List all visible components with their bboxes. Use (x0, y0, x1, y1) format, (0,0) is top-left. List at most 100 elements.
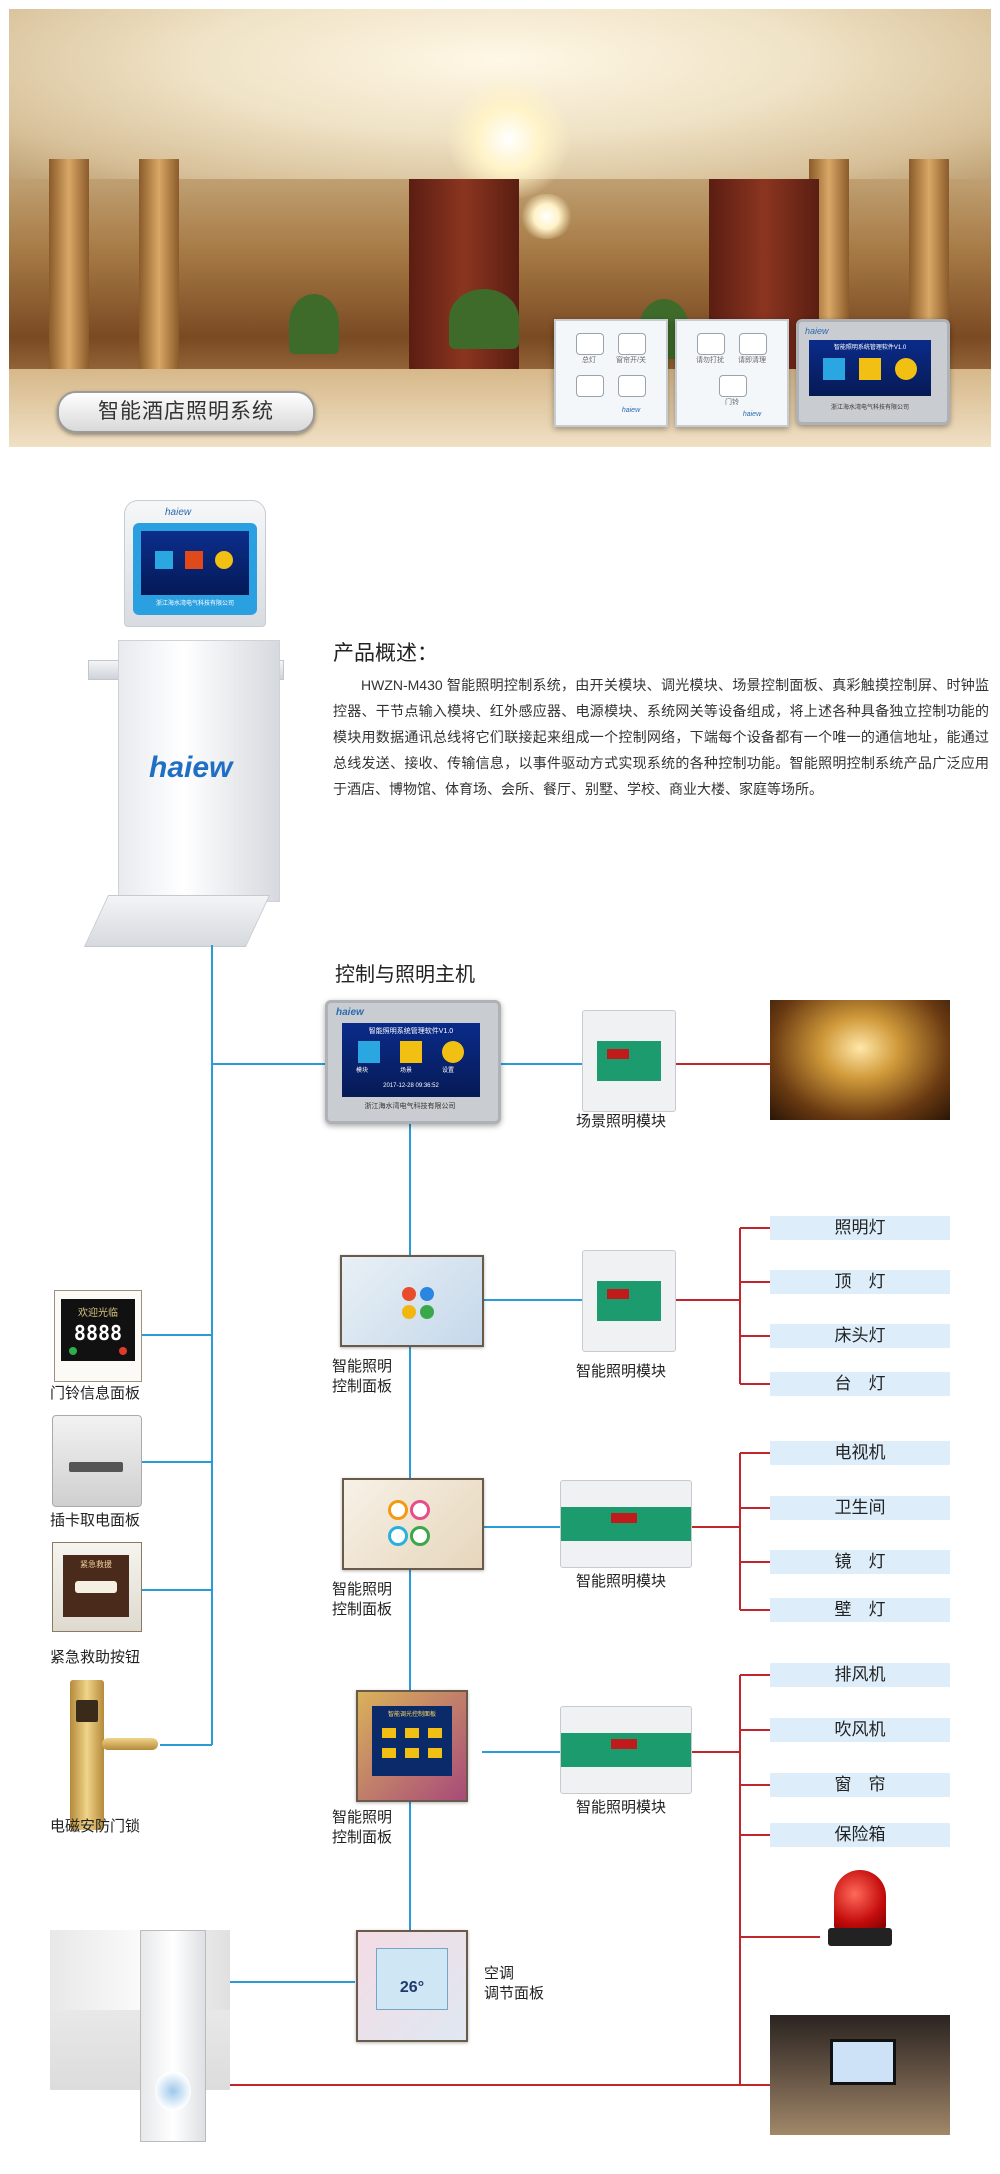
dimmer-control-panel: 智能调光控制面板 (356, 1690, 468, 1802)
key-label: 请即清理 (738, 357, 766, 364)
screen-title: 智能照明系统管理软件V1.0 (833, 345, 907, 351)
panel-key (382, 1748, 396, 1758)
load-label: 电视机 (770, 1441, 950, 1465)
service-panel: 请勿打扰 请即清理 门铃 haiew (675, 319, 789, 427)
icon-label: 场景 (400, 1068, 413, 1074)
panel-key (405, 1728, 419, 1738)
icon-label: 模块 (356, 1068, 369, 1074)
switch-key (618, 375, 646, 397)
modules-icon (155, 551, 173, 569)
lock-handle (102, 1738, 158, 1750)
switch-key (576, 375, 604, 397)
status-led (69, 1347, 77, 1355)
panel-key (382, 1728, 396, 1738)
emergency-button-panel: 紧急救援 (52, 1542, 142, 1632)
module-display (611, 1739, 637, 1749)
screen-title: 智能照明系统管理软件V1.0 (368, 1028, 454, 1035)
plant (449, 289, 519, 349)
panel-button (420, 1305, 434, 1319)
load-label: 保险箱 (770, 1823, 950, 1847)
doorbell-display: 8888 (73, 1321, 123, 1345)
host-title: 控制与照明主机 (335, 964, 475, 986)
device-label: 紧急救助按钮 (50, 1649, 141, 1666)
card-power-panel (52, 1415, 142, 1507)
scene-lighting-photo (770, 1000, 950, 1120)
brand-logo: haiew (742, 411, 762, 418)
panel-button (388, 1500, 408, 1520)
lighting-module (560, 1480, 692, 1568)
load-label: 台 灯 (770, 1372, 950, 1396)
device-label: 电磁安防门锁 (50, 1818, 141, 1835)
key-label: 请勿打扰 (696, 357, 724, 364)
status-led (119, 1347, 127, 1355)
ac-label-line2: 调节面板 (484, 1985, 545, 2002)
module-face (561, 1507, 691, 1541)
kiosk-screen-frame: 浙江海水湾电气科技有限公司 (133, 523, 257, 615)
hotel-lobby-banner: 智能酒店照明系统 总灯 窗帘开/关 haiew 请勿打扰 请即清理 门铃 hai… (9, 9, 991, 447)
load-label: 床头灯 (770, 1324, 950, 1348)
load-label: 窗 帘 (770, 1773, 950, 1797)
pillar (49, 159, 89, 409)
panel-button (402, 1305, 416, 1319)
panel-button (388, 1526, 408, 1546)
kiosk-screen-footer: 浙江海水湾电气科技有限公司 (155, 601, 234, 607)
panel-footer: 浙江海水湾电气科技有限公司 (830, 405, 909, 411)
touch-screen-display: 智能照明系统管理软件V1.0 (809, 340, 931, 396)
switch-key (697, 333, 725, 355)
panel-key (405, 1748, 419, 1758)
host-screen: 智能照明系统管理软件V1.0 模块 场景 设置 2017-12-28 09:36… (342, 1023, 480, 1097)
emergency-face: 紧急救援 (63, 1555, 129, 1617)
modules-icon (823, 358, 845, 380)
alarm-beacon (820, 1870, 900, 1950)
panel-button (402, 1287, 416, 1301)
dimmer-screen: 智能调光控制面板 (372, 1706, 452, 1776)
doorbell-title: 欢迎光临 (78, 1308, 118, 1319)
hotel-room-photo (770, 2015, 950, 2135)
module-face (597, 1281, 661, 1321)
ac-temperature: 26° (399, 1979, 425, 1996)
panel-label-line2: 控制面板 (332, 1601, 393, 1618)
brand-logo: haiew (805, 326, 829, 336)
emergency-button (75, 1581, 117, 1593)
wall-switch-panel: 总灯 窗帘开/关 haiew (554, 319, 668, 427)
touch-control-screen: haiew 智能照明系统管理软件V1.0 浙江海水湾电气科技有限公司 (796, 319, 950, 425)
panel-label-line1: 智能照明 (332, 1358, 393, 1375)
lock-card-reader (76, 1700, 98, 1722)
scene-icon (859, 358, 881, 380)
floor-ac-unit (140, 1930, 206, 2142)
device-label: 插卡取电面板 (50, 1512, 141, 1529)
kiosk-head: haiew 浙江海水湾电气科技有限公司 (124, 500, 266, 627)
screen-title: 智能调光控制面板 (387, 1712, 436, 1718)
scene-icon (185, 551, 203, 569)
device-label: 门铃信息面板 (50, 1385, 141, 1402)
load-label: 照明灯 (770, 1216, 950, 1240)
icon-label: 设置 (442, 1068, 455, 1074)
module-label: 智能照明模块 (576, 1363, 667, 1380)
brand-logo: haiew (336, 1007, 364, 1018)
panel-label-line1: 智能照明 (332, 1581, 393, 1598)
chandelier-small (519, 194, 574, 239)
screen-time: 2017-12-28 09:36:52 (383, 1083, 439, 1089)
plant (289, 294, 339, 354)
overview-text: HWZN-M430 智能照明控制系统，由开关模块、调光模块、场景控制面板、真彩触… (333, 677, 989, 797)
ac-control-panel: 26° (356, 1930, 468, 2042)
pillar (139, 159, 179, 409)
load-label: 壁 灯 (770, 1598, 950, 1622)
panel-button (410, 1526, 430, 1546)
switch-key (576, 333, 604, 355)
settings-icon (442, 1041, 464, 1063)
key-label: 门铃 (725, 399, 739, 406)
panel-footer: 浙江海水湾电气科技有限公司 (364, 1103, 456, 1110)
switch-key (739, 333, 767, 355)
load-label: 镜 灯 (770, 1550, 950, 1574)
card-slot (69, 1462, 123, 1472)
brand-logo: haiew (621, 407, 641, 414)
lighting-control-panel (340, 1255, 484, 1347)
load-label: 吹风机 (770, 1718, 950, 1742)
electromagnetic-lock (70, 1680, 104, 1830)
banner-title: 智能酒店照明系统 (57, 391, 315, 433)
switch-key (618, 333, 646, 355)
emergency-text: 紧急救援 (80, 1560, 112, 1569)
brand-logo: haiew (165, 507, 192, 518)
panel-button (410, 1500, 430, 1520)
